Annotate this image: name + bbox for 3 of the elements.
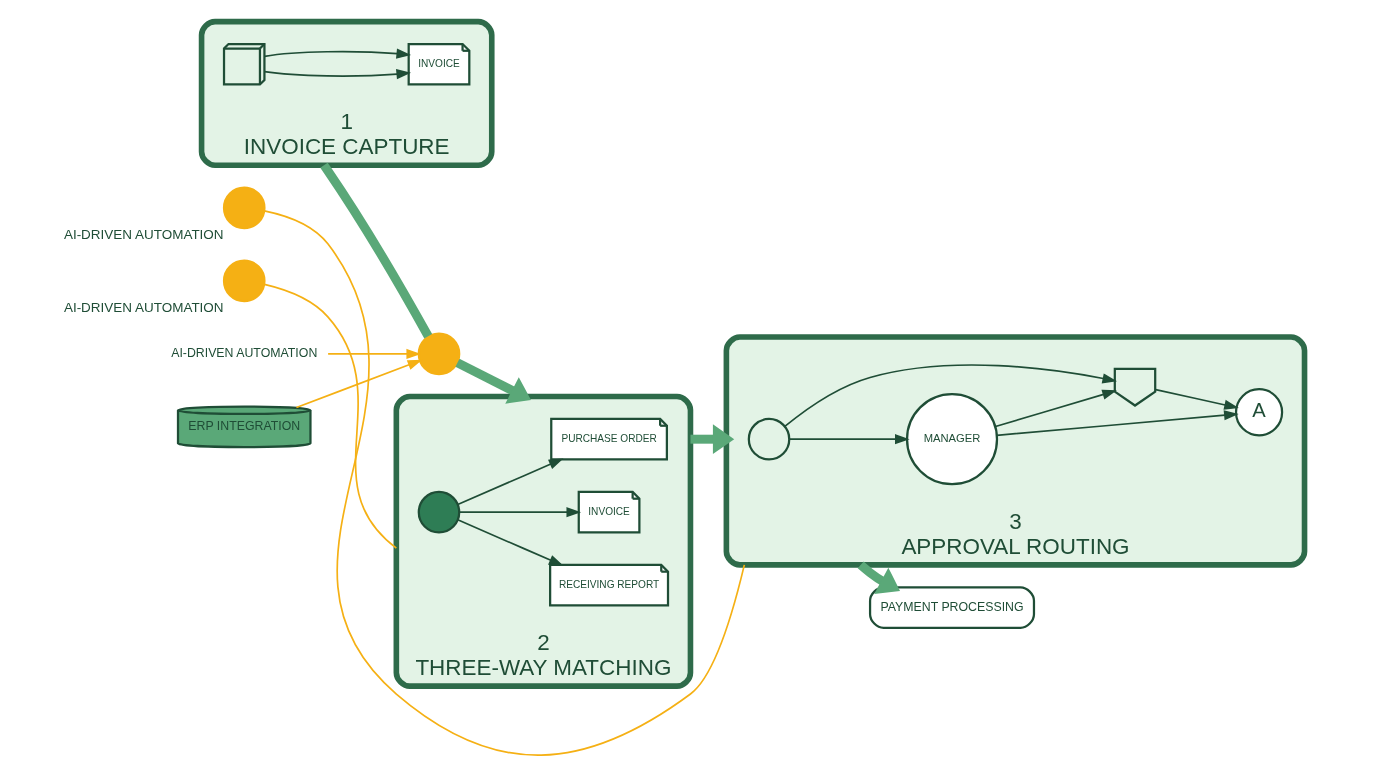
node-label: AI-DRIVEN AUTOMATION <box>63 226 224 242</box>
node-label: AI-DRIVEN AUTOMATION <box>63 299 224 315</box>
node-text: AI-DRIVEN AUTOMATION <box>170 346 317 361</box>
